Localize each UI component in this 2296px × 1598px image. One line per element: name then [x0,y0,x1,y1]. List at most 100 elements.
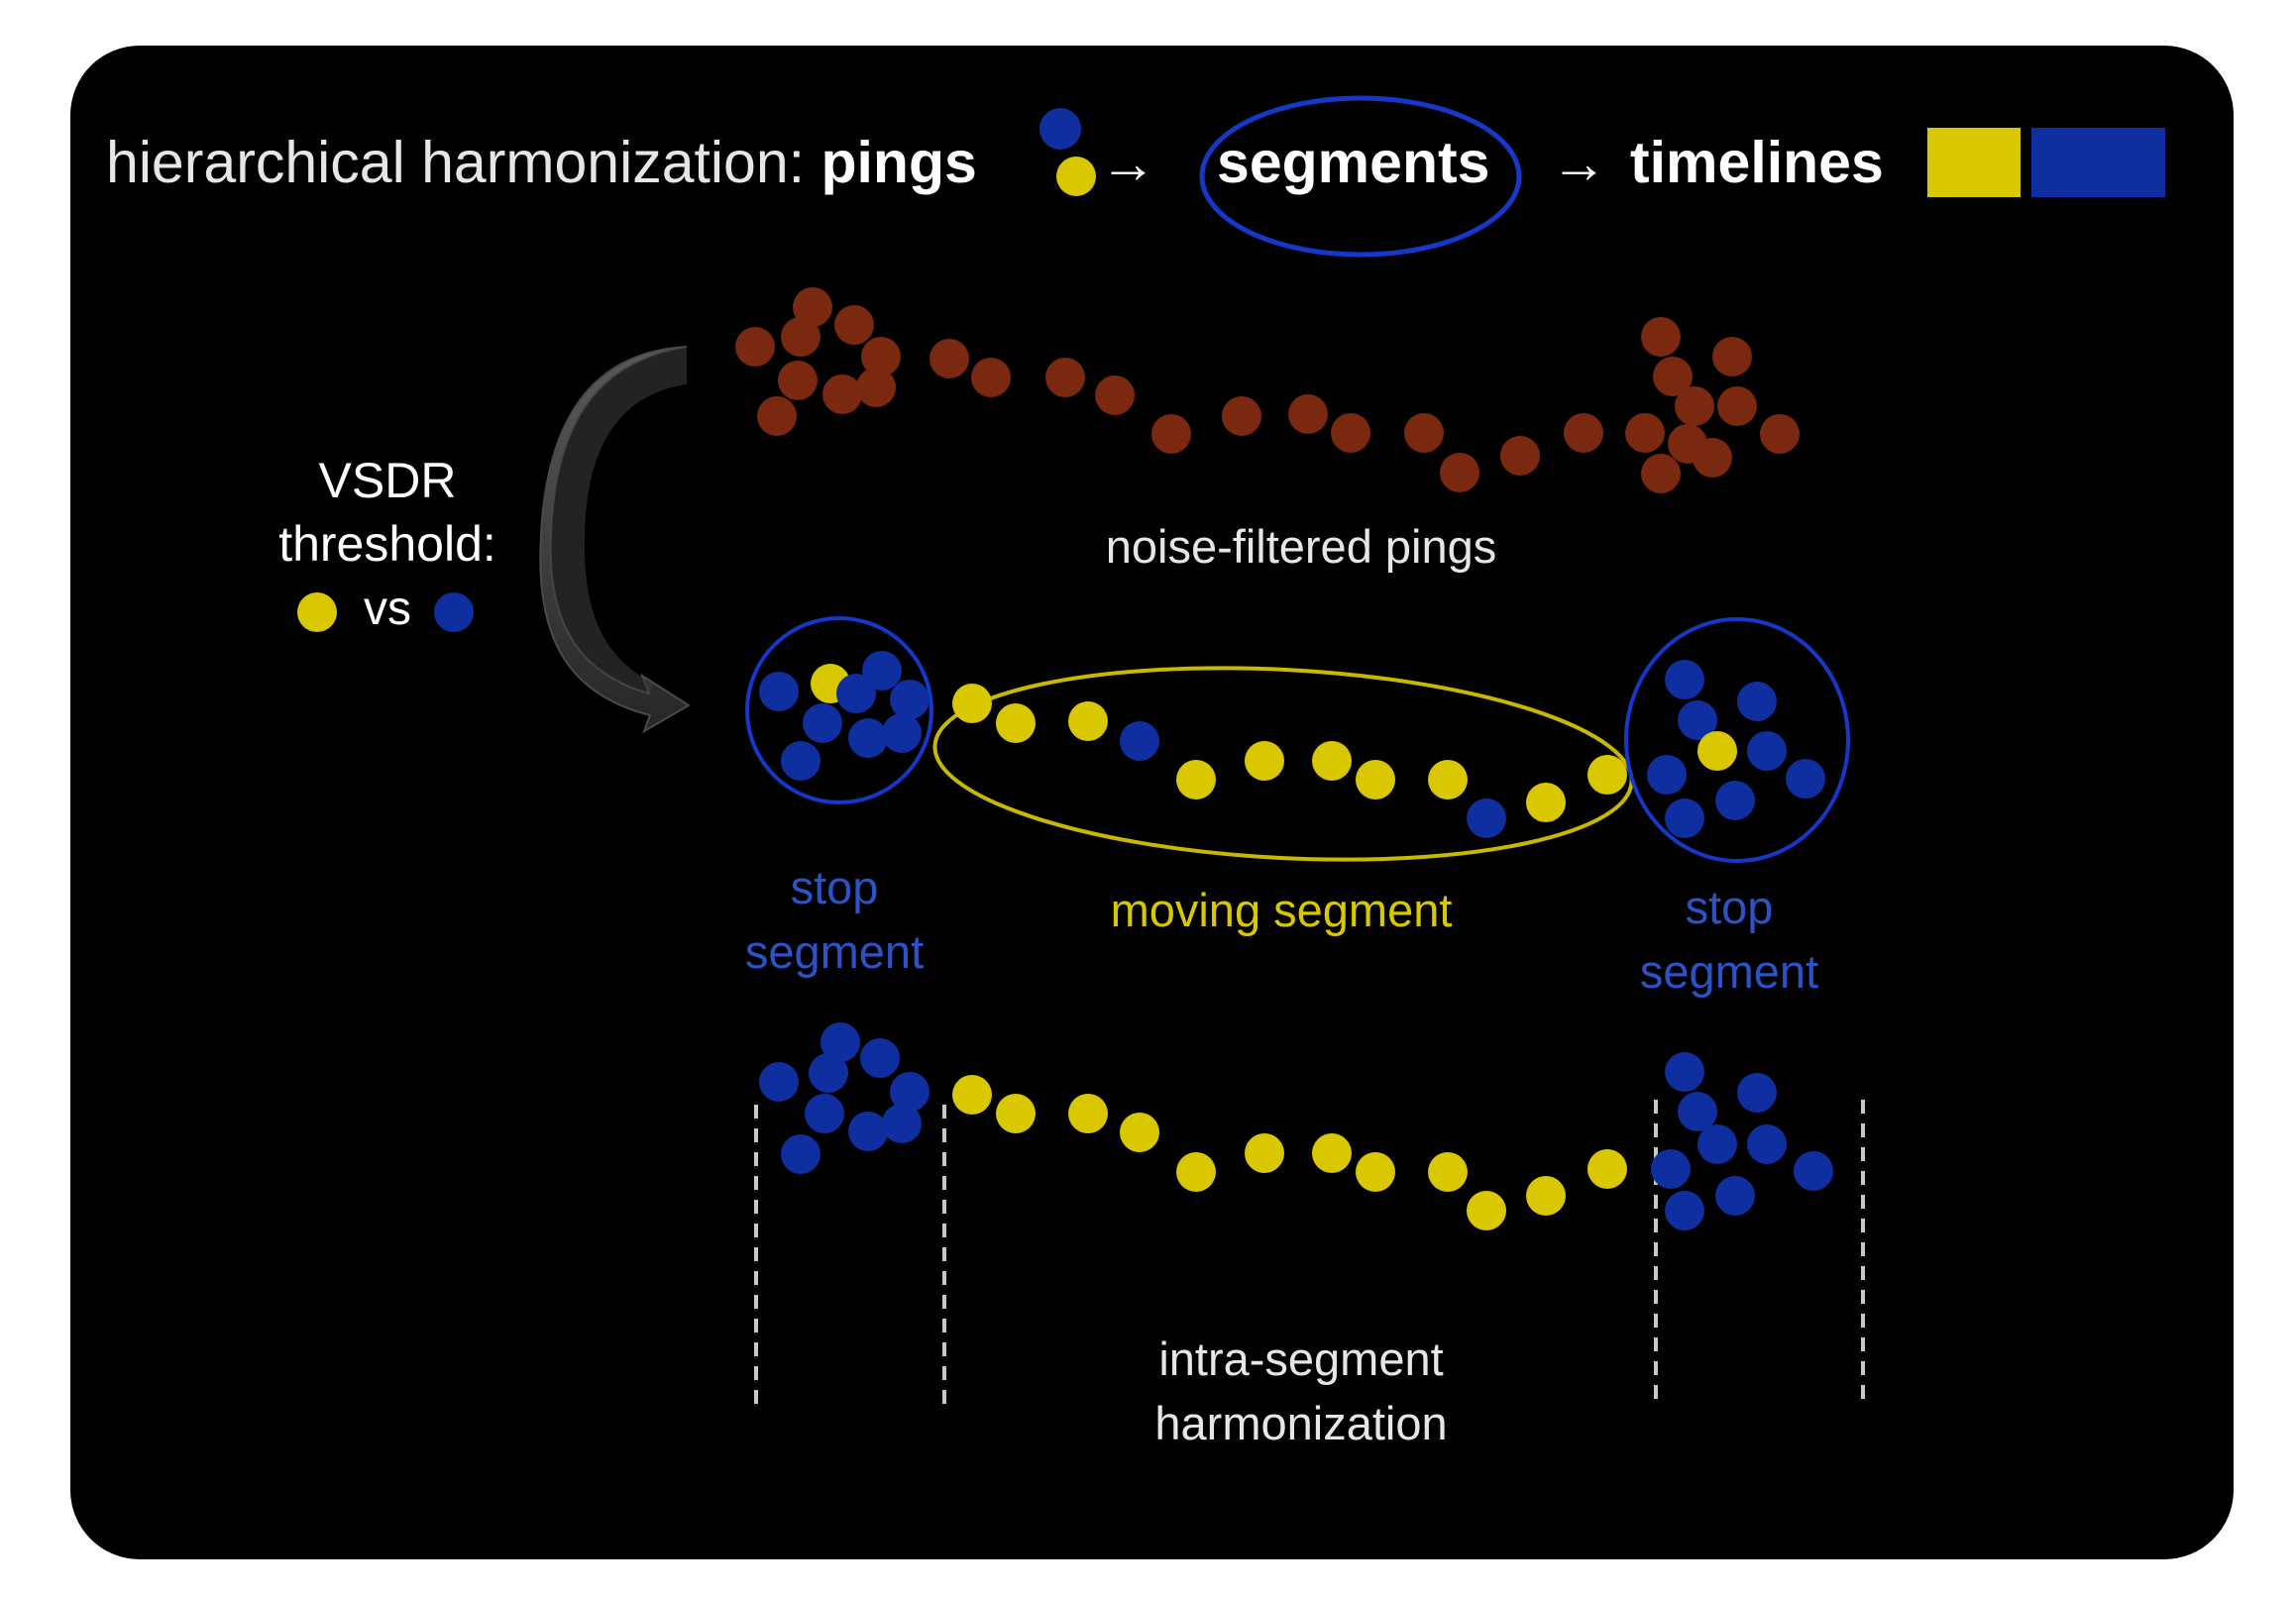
harmonized-ping-22 [1665,1052,1704,1092]
header-title: hierarchical harmonization: pings [106,130,977,195]
header-segments: segments [1217,130,1489,195]
segmented-pings-group [759,651,1825,838]
segmented-ping-21 [1587,755,1627,795]
brown-ping-22 [1625,413,1665,453]
segmented-ping-18 [1428,760,1468,799]
brown-ping-25 [1712,337,1752,376]
arrow-shade [550,347,687,693]
harmonized-ping-8 [882,1104,922,1143]
brown-ping-5 [861,337,901,376]
brown-ping-16 [1288,394,1328,434]
harmonized-ping-27 [1794,1151,1833,1191]
brown-ping-18 [1404,413,1444,453]
harmonized-ping-18 [1428,1152,1468,1192]
segmented-ping-8 [882,713,922,753]
brown-ping-26 [1653,357,1693,396]
segmented-ping-30 [1665,799,1704,838]
brown-ping-13 [1095,375,1135,415]
segmented-ping-14 [1176,760,1216,799]
timeline-yellow-swatch [1927,128,2021,197]
brown-ping-10 [929,339,969,378]
brown-ping-17 [1331,413,1370,453]
brown-ping-20 [1500,436,1540,476]
threshold-vs: vs [364,583,411,635]
harmonized-ping-17 [1356,1152,1395,1192]
threshold-line-2: threshold: [278,516,496,572]
harmonized-ping-6 [805,1094,844,1133]
header-blue-ping-icon [1039,108,1081,150]
brown-ping-1 [735,327,775,367]
brown-ping-21 [1564,413,1603,453]
timeline-blue-swatch [2031,128,2165,197]
segmented-ping-12 [1068,701,1108,741]
segmented-ping-6 [803,703,842,743]
stop-segment-left-label-2: segment [745,925,924,978]
harmonized-ping-10 [952,1075,992,1115]
brown-ping-27 [1675,386,1714,426]
harmonized-ping-23 [1678,1092,1717,1131]
harmonized-ping-1 [820,1022,860,1062]
intra-segment-label-1: intra-segment [1158,1332,1443,1385]
harmonized-ping-30 [1665,1191,1704,1230]
noise-filtered-label: noise-filtered pings [1106,520,1497,573]
harmonized-ping-3 [809,1053,848,1093]
brown-ping-14 [1151,414,1191,454]
header-yellow-ping-icon [1056,157,1096,196]
segmented-ping-28 [1647,755,1687,795]
stop-segment-right-label-2: segment [1640,945,1818,998]
brown-ping-7 [822,374,862,414]
diagram-panel [70,46,2234,1559]
segmented-ping-3 [862,651,902,691]
segmented-ping-5 [890,680,929,719]
brown-ping-28 [1717,386,1757,426]
brown-ping-3 [793,287,832,327]
header-prefix: hierarchical harmonization: [106,130,820,195]
segmented-ping-7 [848,718,888,758]
harmonized-ping-13 [1120,1113,1159,1152]
harmonized-ping-24 [1737,1073,1777,1113]
segmented-ping-26 [1747,731,1787,771]
segmented-ping-19 [1467,799,1506,838]
header-pings: pings [820,130,976,195]
segmented-ping-10 [952,684,992,723]
brown-ping-30 [1693,438,1732,478]
stop-segment-right-label-1: stop [1686,881,1774,933]
harmonized-ping-19 [1467,1191,1506,1230]
segmented-ping-20 [1526,783,1566,822]
harmonized-ping-15 [1245,1133,1284,1173]
brown-ping-29 [1760,414,1800,454]
harmonized-ping-26 [1747,1124,1787,1164]
segmented-ping-23 [1678,700,1717,740]
harmonized-ping-20 [1526,1176,1566,1216]
segmented-ping-11 [996,703,1036,743]
noise-filtered-pings-group [735,287,1800,493]
segmented-ping-15 [1245,741,1284,781]
brown-ping-19 [1440,453,1479,492]
intra-segment-label-2: harmonization [1154,1397,1447,1449]
harmonized-ping-4 [860,1038,900,1078]
brown-ping-8 [856,368,896,407]
brown-ping-9 [757,396,797,436]
segmented-ping-9 [781,741,820,781]
brown-ping-11 [971,358,1011,397]
segmented-ping-13 [1120,721,1159,761]
harmonized-ping-12 [1068,1094,1108,1133]
harmonized-ping-2 [759,1062,799,1102]
header-arrow-1: → [1100,132,1156,195]
segment-boundary-lines [754,1100,1865,1407]
harmonized-ping-29 [1715,1176,1755,1216]
segmented-ping-22 [1665,660,1704,699]
stop-segment-right-outline [1624,617,1850,863]
moving-segment-label: moving segment [1111,884,1453,936]
segmented-ping-4 [836,674,876,713]
header-timelines: timelines [1630,130,1884,195]
brown-ping-2 [781,317,820,357]
harmonized-ping-28 [1651,1149,1691,1189]
threshold-blue-dot-icon [434,592,474,632]
segments-outline [1199,95,1522,258]
harmonized-ping-5 [890,1072,929,1112]
harmonized-ping-9 [781,1134,820,1174]
threshold-yellow-dot-icon [297,592,337,632]
segmented-ping-16 [1312,741,1352,781]
